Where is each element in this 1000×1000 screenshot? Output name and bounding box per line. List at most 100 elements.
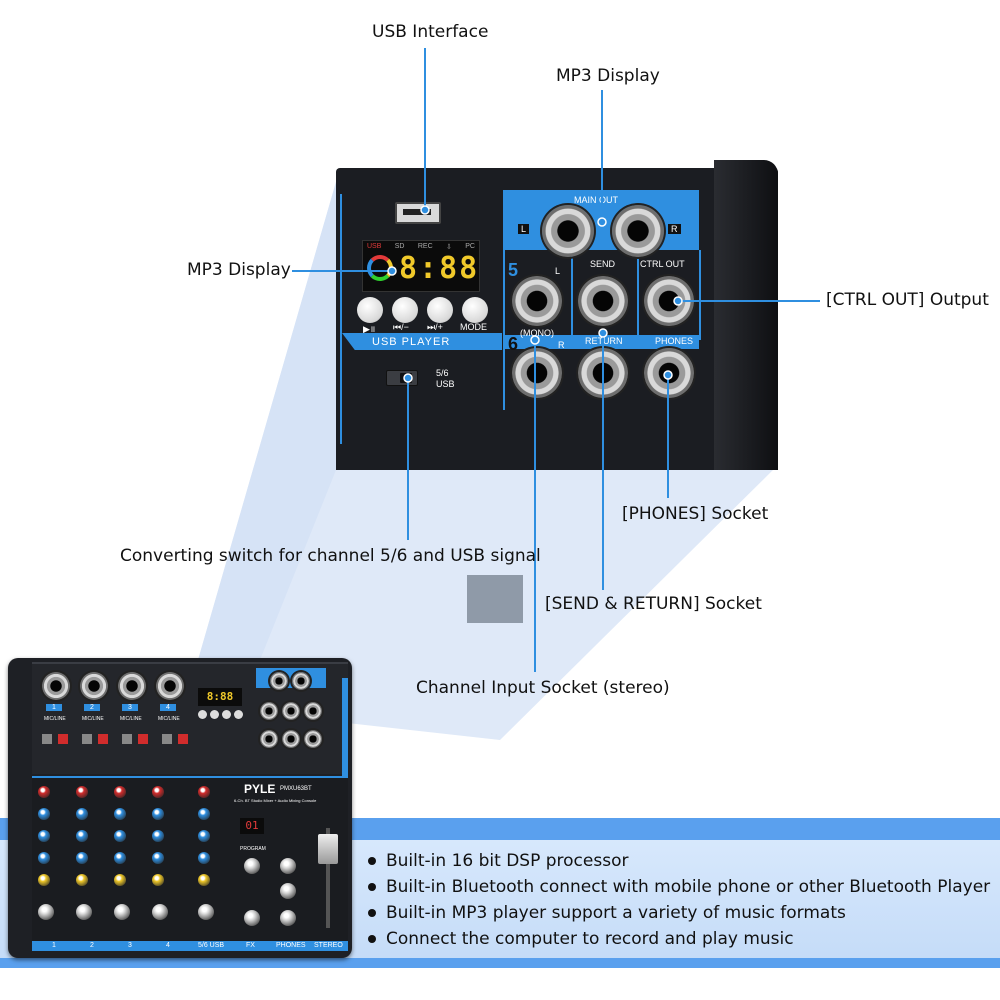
mixer-knob[interactable]	[38, 904, 54, 920]
mixer-program-label: PROGRAM	[240, 846, 266, 852]
display-digits: 8:88	[399, 251, 480, 286]
panel-left-trim	[340, 194, 342, 444]
mixer-master-fader[interactable]	[318, 834, 338, 864]
indicator-rec: REC	[417, 243, 433, 250]
mixer-mini-jack-3[interactable]	[260, 702, 278, 720]
usb-port[interactable]	[395, 202, 441, 224]
mode-label: MODE	[460, 322, 487, 332]
mixer-mini-jack-4[interactable]	[282, 702, 300, 720]
send-jack[interactable]	[578, 276, 628, 326]
switch-usb-label: USB	[436, 379, 455, 389]
callout-channel-input: Channel Input Socket (stereo)	[416, 678, 670, 698]
mixer-model: PMXU63BT	[280, 786, 312, 792]
mixer-knob[interactable]	[76, 904, 92, 920]
ch5-label: 5	[508, 260, 519, 280]
ctrl-out-area	[637, 250, 701, 340]
mixer-knob[interactable]	[38, 874, 50, 886]
mixer-knob[interactable]	[152, 874, 164, 886]
callout-usb-interface: USB Interface	[372, 22, 489, 42]
mixer-knob[interactable]	[244, 910, 260, 926]
mixer-knob[interactable]	[152, 904, 168, 920]
mixer-knob[interactable]	[38, 830, 50, 842]
feature-item-3: Built-in MP3 player support a variety of…	[368, 903, 846, 923]
mixer-mini-display: 8:88	[198, 688, 242, 706]
feature-text-4: Connect the computer to record and play …	[386, 929, 794, 949]
ch6-input-jack[interactable]	[512, 348, 562, 398]
prev-button[interactable]	[392, 297, 418, 323]
main-out-l-jack[interactable]	[542, 205, 594, 257]
ch5-input-jack[interactable]	[512, 276, 562, 326]
prev-label: ⏮/−	[393, 322, 409, 332]
mixer-bottom-label-8: STEREO	[314, 942, 343, 949]
mixer-ch4-jack[interactable]	[156, 672, 184, 700]
mixer-mini-jack-5[interactable]	[304, 702, 322, 720]
mixer-knob[interactable]	[38, 852, 50, 864]
mixer-knob[interactable]	[198, 830, 210, 842]
mixer-knob[interactable]	[280, 910, 296, 926]
mixer-subtitle: 6-Ch. BT Studio Mixer + Audio Mixing Con…	[234, 798, 317, 803]
mixer-knob[interactable]	[280, 858, 296, 874]
mixer-knob[interactable]	[114, 830, 126, 842]
bullet-dot	[368, 935, 376, 943]
mixer-knob[interactable]	[76, 852, 88, 864]
ch6-band	[503, 335, 699, 349]
bullet-dot	[368, 883, 376, 891]
mixer-knob[interactable]	[198, 874, 210, 886]
send-area	[571, 250, 639, 340]
mixer-knob[interactable]	[114, 808, 126, 820]
mixer-knob[interactable]	[198, 904, 214, 920]
mixer-knob[interactable]	[198, 808, 210, 820]
mixer-knob[interactable]	[244, 858, 260, 874]
mixer-ch3-jack[interactable]	[118, 672, 146, 700]
ch6-r-label: R	[558, 340, 565, 350]
mixer-ch-number-4: 4	[160, 704, 176, 711]
feature-text-3: Built-in MP3 player support a variety of…	[386, 903, 846, 923]
mixer-fader-track	[326, 828, 330, 928]
mixer-bottom-label-7: PHONES	[276, 942, 306, 949]
mixer-knob[interactable]	[114, 852, 126, 864]
mixer-bottom-label-6: FX	[246, 942, 255, 949]
feature-item-4: Connect the computer to record and play …	[368, 929, 794, 949]
mixer-knob[interactable]	[114, 874, 126, 886]
usb-player-strip: USB PLAYER	[342, 333, 502, 350]
mixer-bottom-label-5: 5/6 USB	[198, 942, 225, 949]
mixer-knob[interactable]	[76, 808, 88, 820]
mixer-knob[interactable]	[76, 874, 88, 886]
callout-ctrl-out: [CTRL OUT] Output	[826, 290, 989, 310]
play-pause-button[interactable]	[357, 297, 383, 323]
callout-send-return: [SEND & RETURN] Socket	[545, 594, 762, 614]
mixer-knob[interactable]	[76, 786, 88, 798]
mixer-knob[interactable]	[38, 808, 50, 820]
callout-mp3-display-left: MP3 Display	[187, 260, 291, 280]
mode-button[interactable]	[462, 297, 488, 323]
mixer-knob[interactable]	[152, 830, 164, 842]
mixer-ch2-jack[interactable]	[80, 672, 108, 700]
mixer-ch-input-label-1: MIC/LINE	[44, 716, 66, 722]
mixer-knob[interactable]	[198, 786, 210, 798]
mixer-knob[interactable]	[114, 786, 126, 798]
mixer-knob[interactable]	[198, 852, 210, 864]
mixer-knob[interactable]	[114, 904, 130, 920]
mixer-ch1-jack[interactable]	[42, 672, 70, 700]
mixer-knob[interactable]	[280, 883, 296, 899]
callout-converting-switch: Converting switch for channel 5/6 and US…	[120, 546, 541, 566]
main-out-label: MAIN OUT	[574, 195, 618, 205]
mixer-mini-jack-7[interactable]	[282, 730, 300, 748]
mixer-mini-jack-1[interactable]	[270, 672, 288, 690]
feature-item-1: Built-in 16 bit DSP processor	[368, 851, 628, 871]
mixer-mini-jack-8[interactable]	[304, 730, 322, 748]
bullet-dot	[368, 909, 376, 917]
next-button[interactable]	[427, 297, 453, 323]
mixer-knob[interactable]	[152, 808, 164, 820]
mixer-knob[interactable]	[152, 786, 164, 798]
mixer-knob[interactable]	[152, 852, 164, 864]
mixer-ch-input-label-2: MIC/LINE	[82, 716, 104, 722]
mixer-mini-jack-6[interactable]	[260, 730, 278, 748]
ctrl-out-label: CTRL OUT	[640, 259, 685, 269]
mixer-knob[interactable]	[76, 830, 88, 842]
main-out-r-label: R	[668, 224, 681, 234]
mixer-knob[interactable]	[38, 786, 50, 798]
mixer-mini-jack-2[interactable]	[292, 672, 310, 690]
mono-label: (MONO)	[520, 328, 554, 338]
main-out-r-jack[interactable]	[612, 205, 664, 257]
